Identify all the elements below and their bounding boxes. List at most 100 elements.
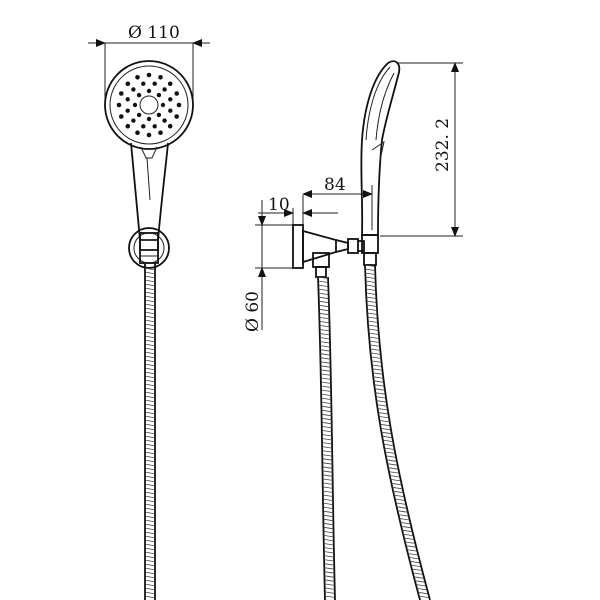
hose-coil <box>144 371 156 375</box>
hose-coil <box>322 474 333 477</box>
hose-coil <box>370 348 381 351</box>
hose-coil <box>323 551 334 554</box>
hose-coil <box>323 514 334 518</box>
hose-coil <box>367 324 379 327</box>
hose-coil <box>321 409 332 413</box>
hose-coil <box>390 479 401 482</box>
hose-coil <box>369 344 380 347</box>
hose-coil <box>144 471 156 475</box>
hose-coil <box>144 491 156 495</box>
hose-coil <box>144 559 156 563</box>
hose-coil <box>321 426 332 429</box>
spray-nozzle <box>136 92 142 98</box>
hose-coil <box>320 381 332 384</box>
hose-coil <box>321 430 332 433</box>
hose-coil <box>320 365 331 368</box>
spray-nozzle <box>167 81 173 87</box>
spray-nozzle <box>146 72 152 78</box>
hose-coil <box>322 494 333 497</box>
hose-coil <box>365 288 376 291</box>
hose-coil <box>317 276 329 279</box>
hose-coil <box>144 311 156 315</box>
hose-coil <box>415 584 426 587</box>
hose-coil <box>144 531 156 535</box>
hose-coil <box>144 303 156 307</box>
hose-coil <box>371 360 382 363</box>
hose-coil <box>392 486 403 490</box>
hose-coil <box>144 483 156 487</box>
hose-coil <box>378 416 389 419</box>
hose-coil <box>412 572 423 575</box>
head-diameter-label: Ø 110 <box>128 23 180 43</box>
hose-coil <box>144 335 156 339</box>
spray-nozzle <box>160 102 166 108</box>
hose-coil <box>321 438 333 441</box>
hose-coil <box>322 454 333 457</box>
hose-coil <box>320 345 331 348</box>
hose-coil <box>144 551 156 555</box>
hose-coil <box>319 317 330 320</box>
spray-nozzle <box>119 91 124 96</box>
wall-plate <box>292 224 304 269</box>
spray-nozzle <box>156 92 162 98</box>
hose-coil <box>367 312 378 315</box>
hose-coil <box>411 568 422 571</box>
hose-coil <box>400 522 411 525</box>
hose-coil <box>144 323 156 327</box>
hose-coil <box>144 343 156 347</box>
hose-coil <box>320 349 331 352</box>
hose-coil <box>144 555 156 559</box>
hose-coil <box>144 451 156 455</box>
hose-coil <box>388 467 399 470</box>
spray-nozzle <box>176 102 182 108</box>
hose-coil <box>323 547 334 550</box>
hose-coil <box>320 353 331 356</box>
hose-coil <box>144 327 156 331</box>
hose-coil <box>365 292 377 295</box>
front-view: Ø 110 <box>88 23 210 600</box>
hose-coil <box>323 543 334 546</box>
hose-coil <box>144 503 156 507</box>
hose-coil <box>367 316 378 319</box>
hose-coil <box>381 431 392 435</box>
hose-coil <box>144 571 156 575</box>
hose-coil <box>144 439 156 443</box>
hose-coil <box>324 579 335 582</box>
hose-coil <box>384 451 396 454</box>
hose-coil <box>322 458 333 461</box>
hose-coil <box>324 567 335 570</box>
hose-coil <box>380 427 391 431</box>
hose-coil <box>372 372 383 375</box>
hose-coil <box>144 267 156 271</box>
hose-coil <box>144 415 156 419</box>
hose-coil <box>410 564 421 567</box>
hose-coil <box>144 423 156 427</box>
hose-coil <box>144 435 156 439</box>
spray-nozzle <box>174 91 179 96</box>
hose-coil <box>408 557 419 560</box>
hose-coil <box>144 367 156 371</box>
hose-coil <box>397 510 408 513</box>
spray-nozzle <box>125 108 130 113</box>
hose-coil <box>395 502 406 505</box>
hose-coil <box>386 459 397 462</box>
hose-coil <box>144 403 156 407</box>
hose-coil <box>382 439 393 442</box>
hose-coil <box>144 291 156 295</box>
hose-coil <box>144 379 156 383</box>
hose-coil <box>321 401 332 404</box>
hose-coil <box>144 363 156 367</box>
bracket-diameter-dimension: Ø 60 <box>243 200 303 332</box>
hose-coil <box>144 331 156 335</box>
hose-coil <box>401 525 412 529</box>
spray-nozzle <box>116 102 122 108</box>
hose-coil <box>321 397 332 400</box>
hose-coil <box>144 547 156 551</box>
hose-coil <box>321 413 332 417</box>
hose-coil <box>318 288 329 291</box>
hose-coil <box>318 304 330 308</box>
hose-coil <box>324 559 335 562</box>
hose-coil <box>319 337 330 340</box>
hose-coil <box>144 315 156 319</box>
hose-coil <box>144 319 156 323</box>
